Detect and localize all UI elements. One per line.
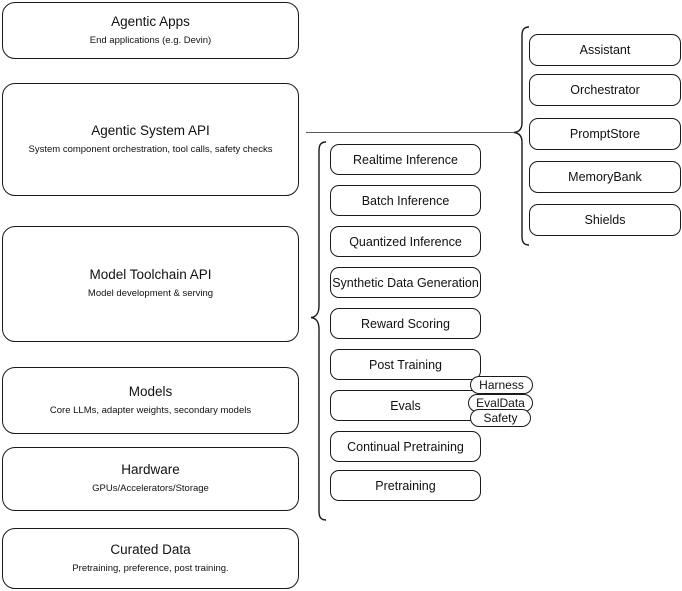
layer-subtitle: End applications (e.g. Devin) xyxy=(89,34,212,46)
capability-label: Post Training xyxy=(369,357,442,372)
capability-label: Evals xyxy=(390,398,421,413)
capability-chip-evals[interactable]: Evals xyxy=(330,390,481,421)
system-component-chip-promptstore[interactable]: PromptStore xyxy=(529,118,681,150)
eval-pill-label: Safety xyxy=(483,411,518,425)
capability-chip-post-training[interactable]: Post Training xyxy=(330,349,481,380)
layer-box-agentic-system-api[interactable]: Agentic System API System component orch… xyxy=(2,83,299,196)
layer-box-agentic-apps[interactable]: Agentic Apps End applications (e.g. Devi… xyxy=(2,2,299,59)
brace-toolchain-capabilities xyxy=(310,141,327,521)
layer-title: Models xyxy=(128,383,173,399)
layer-box-hardware[interactable]: Hardware GPUs/Accelerators/Storage xyxy=(2,447,299,511)
layer-box-model-toolchain-api[interactable]: Model Toolchain API Model development & … xyxy=(2,226,299,342)
layer-subtitle: GPUs/Accelerators/Storage xyxy=(92,483,209,495)
capability-chip-synthetic-data-generation[interactable]: Synthetic Data Generation xyxy=(330,267,481,298)
layer-box-models[interactable]: Models Core LLMs, adapter weights, secon… xyxy=(2,367,299,434)
capability-label: Continual Pretraining xyxy=(347,439,464,454)
layer-box-curated-data[interactable]: Curated Data Pretraining, preference, po… xyxy=(2,528,299,589)
capability-chip-quantized-inference[interactable]: Quantized Inference xyxy=(330,226,481,257)
layer-title: Curated Data xyxy=(110,541,191,557)
system-component-chip-assistant[interactable]: Assistant xyxy=(529,34,681,66)
capability-label: Realtime Inference xyxy=(353,152,458,167)
layer-subtitle: Pretraining, preference, post training. xyxy=(72,562,229,574)
capability-label: Batch Inference xyxy=(361,193,450,208)
capability-label: Pretraining xyxy=(375,478,436,493)
layer-title: Agentic System API xyxy=(91,122,210,138)
system-component-label: Orchestrator xyxy=(570,83,640,97)
capability-label: Quantized Inference xyxy=(349,234,462,249)
capability-label: Reward Scoring xyxy=(361,316,450,331)
system-component-chip-memorybank[interactable]: MemoryBank xyxy=(529,161,681,193)
system-component-label: PromptStore xyxy=(569,127,641,141)
brace-system-components xyxy=(513,26,530,246)
capability-label: Synthetic Data Generation xyxy=(332,275,479,290)
layer-title: Hardware xyxy=(121,462,180,478)
capability-chip-batch-inference[interactable]: Batch Inference xyxy=(330,185,481,216)
eval-pill-label: Harness xyxy=(479,378,524,392)
system-component-label: Shields xyxy=(584,213,626,227)
system-component-label: Assistant xyxy=(579,43,631,57)
capability-chip-realtime-inference[interactable]: Realtime Inference xyxy=(330,144,481,175)
system-component-label: MemoryBank xyxy=(568,170,642,184)
eval-pill-harness[interactable]: Harness xyxy=(470,376,533,394)
layer-subtitle: System component orchestration, tool cal… xyxy=(28,143,273,155)
layer-subtitle: Core LLMs, adapter weights, secondary mo… xyxy=(49,404,252,416)
connector-line-system-api-to-components xyxy=(306,132,514,134)
eval-pill-label: EvalData xyxy=(476,396,525,410)
capability-chip-continual-pretraining[interactable]: Continual Pretraining xyxy=(330,431,481,462)
layer-title: Agentic Apps xyxy=(111,13,190,29)
system-component-chip-orchestrator[interactable]: Orchestrator xyxy=(529,74,681,106)
layer-subtitle: Model development & serving xyxy=(87,288,214,300)
layer-title: Model Toolchain API xyxy=(89,267,212,283)
eval-pill-safety[interactable]: Safety xyxy=(470,409,531,427)
system-component-chip-shields[interactable]: Shields xyxy=(529,204,681,236)
capability-chip-pretraining[interactable]: Pretraining xyxy=(330,470,481,501)
capability-chip-reward-scoring[interactable]: Reward Scoring xyxy=(330,308,481,339)
